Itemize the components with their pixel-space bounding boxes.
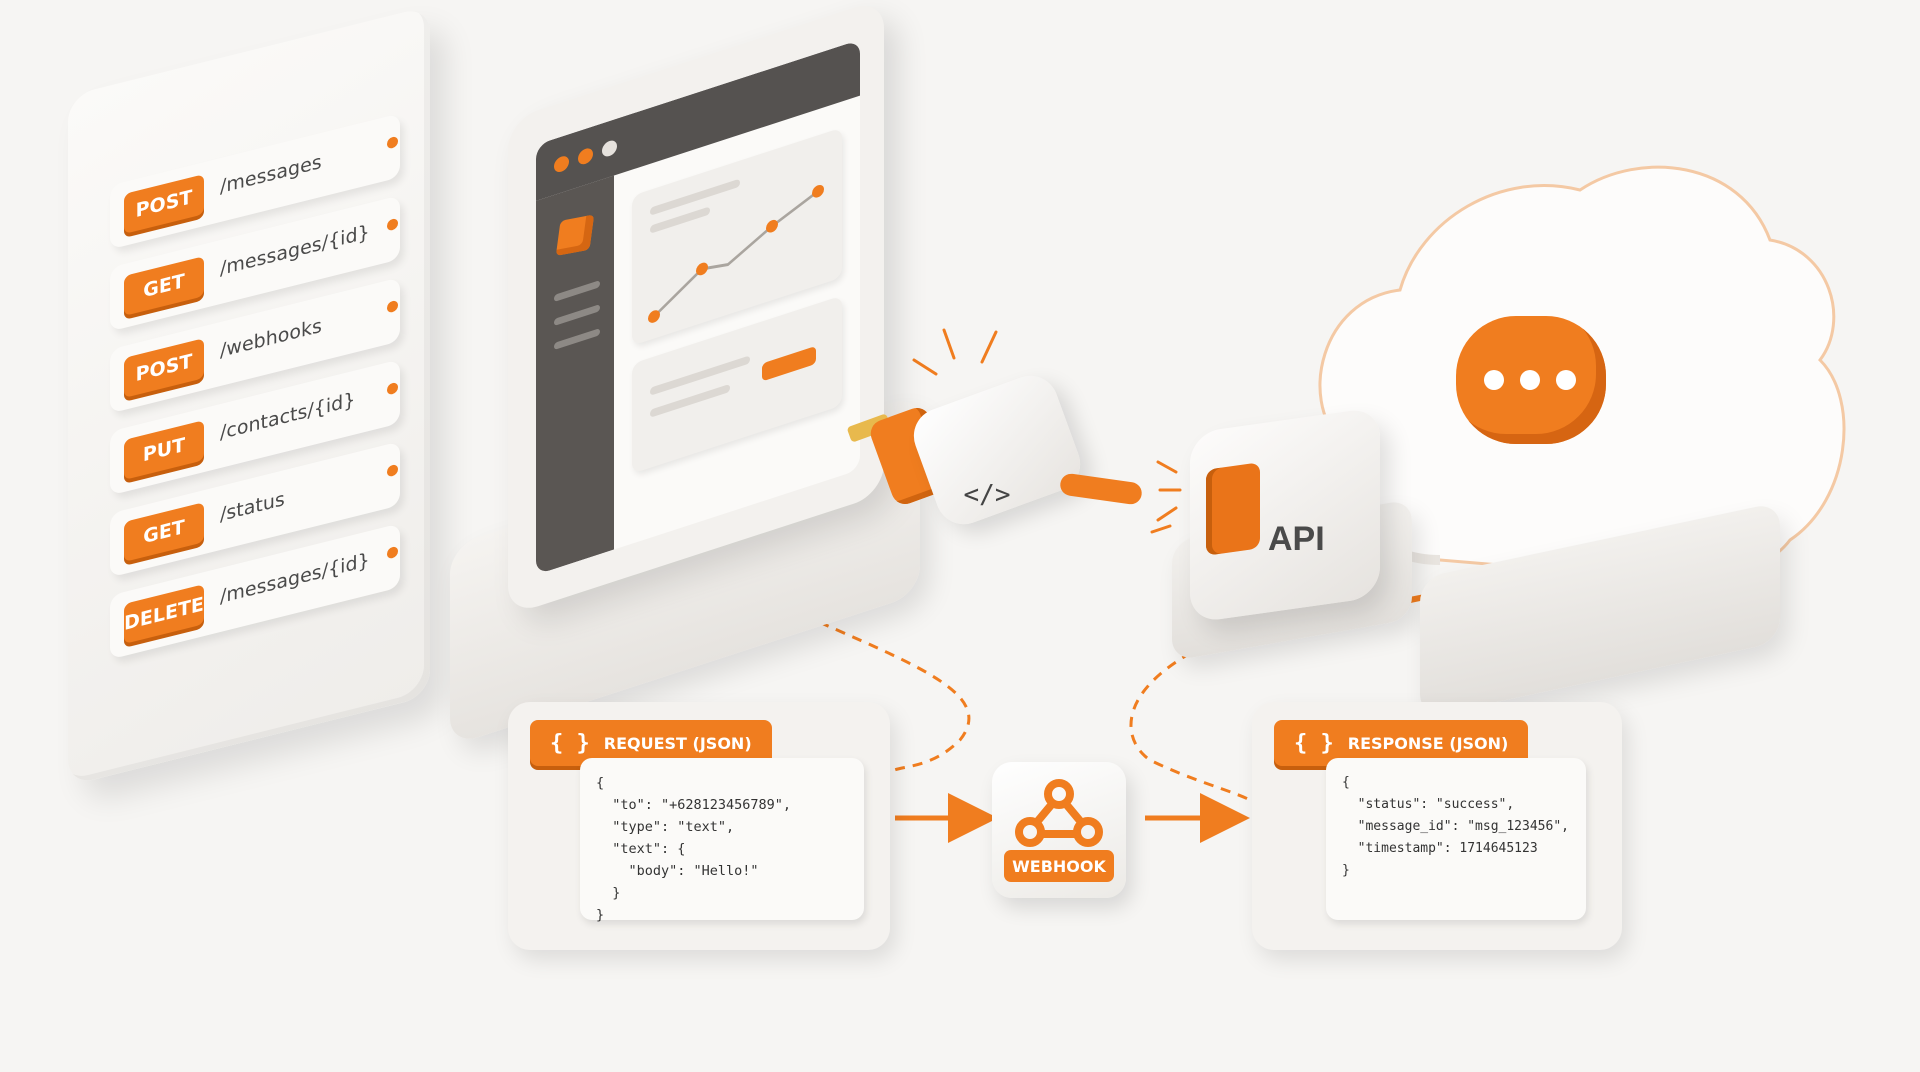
response-title: RESPONSE (JSON) [1347, 733, 1509, 753]
endpoint-list: POST /messages GET /messages/{id} POST /… [110, 113, 400, 677]
status-dot-icon [387, 135, 398, 150]
status-dot-icon [387, 463, 398, 478]
method-badge: POST [124, 174, 204, 235]
status-dot-icon [387, 217, 398, 232]
status-dot-icon [387, 299, 398, 314]
monitor [508, 0, 884, 616]
monitor-screen [536, 39, 860, 575]
api-label: API [1268, 520, 1325, 558]
chat-dot [1520, 370, 1540, 390]
api-port [1206, 462, 1260, 556]
webhook-node[interactable]: WEBHOOK [992, 762, 1126, 898]
request-body: { "to": "+628123456789", "type": "text",… [580, 758, 864, 923]
braces-icon: { } [1294, 730, 1334, 756]
method-badge: POST [124, 338, 204, 399]
code-icon: </> [963, 480, 1011, 510]
response-card: { } RESPONSE (JSON) { "status": "success… [1252, 702, 1622, 950]
sidebar-line [554, 328, 600, 351]
screen-sidebar [536, 175, 614, 575]
response-json: { "status": "success", "message_id": "ms… [1342, 775, 1569, 878]
cube-icon [555, 214, 595, 256]
window-dot-icon [602, 138, 617, 159]
endpoint-path: /messages/{id} [220, 548, 370, 609]
method-badge: PUT [124, 420, 204, 481]
chat-dot [1556, 370, 1576, 390]
request-card: { } REQUEST (JSON) { "to": "+62812345678… [508, 702, 890, 950]
placeholder-bar [650, 355, 750, 396]
line-chart-icon [648, 184, 824, 323]
endpoint-path: /contacts/{id} [220, 388, 356, 445]
method-badge: GET [124, 502, 204, 563]
response-body: { "status": "success", "message_id": "ms… [1326, 758, 1586, 920]
method-badge: DELETE [124, 584, 204, 645]
cloud-base [1420, 501, 1780, 719]
sidebar-line [554, 280, 600, 303]
window-dot-icon [554, 154, 569, 175]
endpoint-panel: POST /messages GET /messages/{id} POST /… [68, 5, 430, 786]
chat-dot [1484, 370, 1504, 390]
request-title: REQUEST (JSON) [603, 733, 752, 753]
status-dot-icon [387, 381, 398, 396]
endpoint-path: /messages [220, 150, 322, 199]
webhook-icon [1015, 779, 1103, 847]
braces-icon: { } [550, 730, 590, 756]
chart-card [632, 127, 842, 346]
request-json: { "to": "+628123456789", "type": "text",… [596, 775, 792, 923]
screen-button[interactable] [762, 345, 816, 382]
sidebar-line [554, 304, 600, 327]
webhook-label: WEBHOOK [1004, 850, 1114, 882]
endpoint-path: /messages/{id} [220, 220, 370, 281]
plug-tip [1058, 472, 1144, 506]
method-badge: GET [124, 256, 204, 317]
chat-bubble-icon [1456, 316, 1606, 444]
endpoint-path: /status [220, 487, 285, 527]
status-dot-icon [387, 545, 398, 560]
endpoint-path: /webhooks [220, 314, 322, 363]
window-dot-icon [578, 146, 593, 167]
